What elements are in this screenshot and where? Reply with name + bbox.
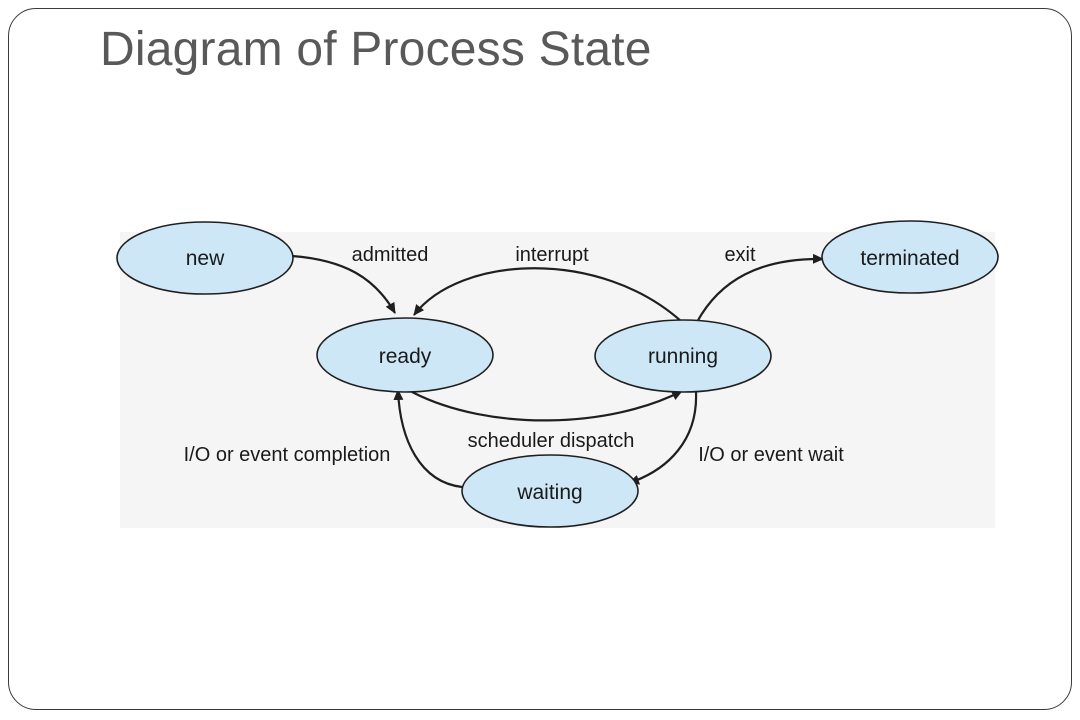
edge-io-event-completion (393, 389, 463, 489)
state-terminated: terminated (821, 220, 999, 294)
label-interrupt: interrupt (515, 244, 589, 266)
page-title: Diagram of Process State (100, 23, 652, 76)
edge-admitted (291, 254, 396, 314)
label-io-event-completion: I/O or event completion (184, 444, 391, 466)
state-waiting: waiting (461, 454, 639, 528)
state-label-terminated: terminated (860, 247, 959, 270)
label-admitted: admitted (352, 244, 429, 266)
state-label-ready: ready (379, 345, 432, 368)
state-running: running (594, 319, 772, 393)
edge-io-event-wait (628, 391, 698, 485)
state-ready: ready (316, 317, 494, 393)
label-scheduler-dispatch: scheduler dispatch (468, 430, 635, 452)
edge-exit (696, 253, 824, 323)
edge-scheduler-dispatch (411, 390, 683, 422)
state-label-new: new (186, 247, 225, 270)
edge-interrupt (413, 267, 683, 323)
state-label-running: running (648, 345, 718, 368)
state-new: new (116, 221, 294, 295)
label-io-event-wait: I/O or event wait (698, 444, 844, 466)
label-exit: exit (724, 244, 756, 266)
state-label-waiting: waiting (516, 481, 582, 504)
